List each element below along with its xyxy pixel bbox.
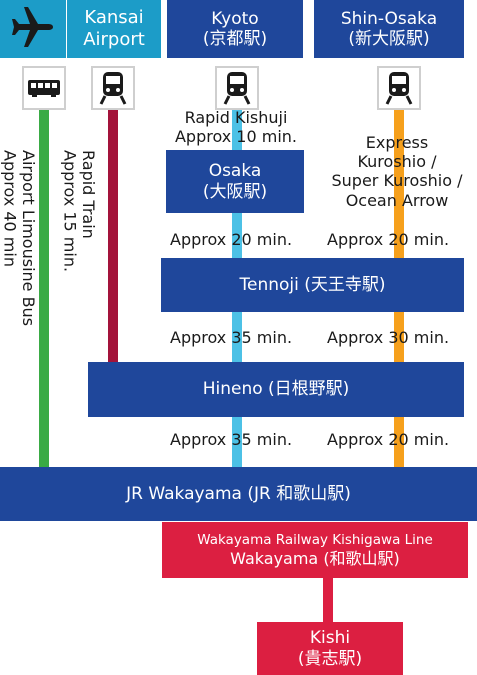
bus-route-time: Approx 40 min	[0, 150, 20, 267]
station-kishi-line1: Kishi	[309, 628, 351, 649]
station-shin-osaka-line2: (新大阪駅)	[348, 29, 430, 49]
rapid-train-route-name: Rapid Train	[78, 150, 98, 239]
shin-osaka-route-line4: Ocean Arrow	[345, 190, 449, 210]
bus-route-name: Airport Limousine Bus	[18, 150, 38, 327]
train-icon	[91, 66, 135, 110]
bus-icon	[22, 66, 66, 110]
rapid-train-route-label: Rapid Train Approx 15 min.	[60, 150, 97, 272]
station-osaka-line1: Osaka	[208, 161, 262, 182]
kishi-route-line	[323, 578, 333, 622]
station-osaka-line2: (大阪駅)	[202, 181, 268, 202]
time-hineno-wakayama-left: Approx 35 min.	[170, 430, 293, 449]
station-kyoto-line2: (京都駅)	[202, 29, 268, 49]
station-shin-osaka-line1: Shin-Osaka	[340, 8, 438, 29]
station-shin-osaka: Shin-Osaka (新大阪駅)	[314, 0, 464, 58]
station-tennoji: Tennoji (天王寺駅)	[161, 258, 464, 312]
shin-osaka-route-line2: Kuroshio /	[357, 152, 437, 172]
shin-osaka-route-label: Express Kuroshio / Super Kuroshio / Ocea…	[316, 133, 477, 210]
station-jr-wakayama: JR Wakayama (JR 和歌山駅)	[0, 467, 477, 521]
airplane-icon	[9, 3, 57, 55]
time-osaka-tennoji: Approx 20 min.	[170, 230, 293, 249]
time-tennoji-hineno-left: Approx 35 min.	[170, 328, 293, 347]
kyoto-route-name: Rapid Kishuji	[184, 108, 288, 127]
station-tennoji-label: Tennoji (天王寺駅)	[239, 274, 386, 295]
station-hineno: Hineno (日根野駅)	[88, 362, 464, 417]
station-kishi-line2: (貴志駅)	[297, 648, 363, 669]
rapid-train-route-line	[108, 108, 118, 364]
station-kansai-airport: Kansai Airport	[67, 0, 161, 58]
station-kansai-airport-icon-box	[0, 0, 66, 58]
station-kyoto-line1: Kyoto	[211, 8, 259, 29]
station-kansai-airport-line2: Airport	[83, 29, 145, 50]
time-shinosaka-tennoji: Approx 20 min.	[327, 230, 450, 249]
kyoto-route-label: Rapid Kishuji Approx 10 min.	[168, 108, 304, 146]
station-jr-wakayama-label: JR Wakayama (JR 和歌山駅)	[126, 483, 351, 504]
station-wakayama-railway: Wakayama Railway Kishigawa Line Wakayama…	[162, 522, 468, 578]
train-icon	[215, 66, 259, 110]
kyoto-route-time: Approx 10 min.	[174, 127, 298, 147]
station-kansai-airport-line1: Kansai	[84, 7, 144, 29]
wakayama-railway-station: Wakayama (和歌山駅)	[230, 548, 400, 568]
shin-osaka-route-line3: Super Kuroshio /	[331, 171, 463, 191]
train-icon	[377, 66, 421, 110]
station-osaka: Osaka (大阪駅)	[166, 150, 304, 213]
wakayama-railway-line-name: Wakayama Railway Kishigawa Line	[197, 532, 433, 549]
station-kishi: Kishi (貴志駅)	[257, 622, 403, 675]
bus-route-line	[39, 108, 49, 470]
bus-route-label: Airport Limousine Bus Approx 40 min	[0, 150, 37, 326]
rapid-train-route-time: Approx 15 min.	[60, 150, 80, 273]
station-hineno-label: Hineno (日根野駅)	[202, 379, 350, 400]
time-tennoji-hineno-right: Approx 30 min.	[327, 328, 450, 347]
shin-osaka-route-line1: Express	[365, 133, 429, 152]
time-hineno-wakayama-right: Approx 20 min.	[327, 430, 450, 449]
station-kyoto: Kyoto (京都駅)	[167, 0, 303, 58]
